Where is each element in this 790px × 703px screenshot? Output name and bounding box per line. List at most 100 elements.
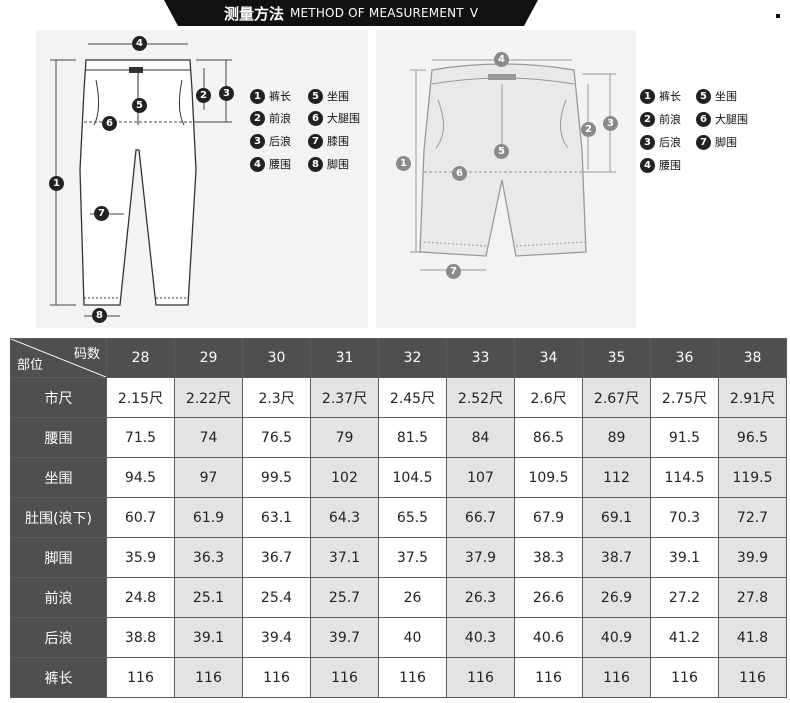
table-cell: 74 bbox=[174, 417, 243, 458]
legend-badge: 7 bbox=[308, 133, 323, 149]
legend-label: 后浪 bbox=[269, 135, 291, 148]
marker-3: 3 bbox=[603, 116, 618, 131]
table-cell: 25.4 bbox=[242, 577, 311, 618]
table-cell: 27.2 bbox=[650, 577, 719, 618]
table-cell: 67.9 bbox=[514, 497, 583, 538]
legend-label: 腰围 bbox=[659, 159, 681, 172]
table-cell: 119.5 bbox=[718, 457, 787, 498]
table-cell: 26.3 bbox=[446, 577, 515, 618]
table-cell: 116 bbox=[446, 657, 515, 698]
row-label: 脚围 bbox=[10, 537, 107, 578]
table-cell: 64.3 bbox=[310, 497, 379, 538]
table-cell: 40.9 bbox=[582, 617, 651, 658]
table-cell: 81.5 bbox=[378, 417, 447, 458]
legend-label: 裤长 bbox=[269, 90, 291, 103]
size-header-cell: 34 bbox=[514, 338, 583, 378]
header-title-band: 测量方法 METHOD OF MEASUREMENT V bbox=[164, 0, 538, 26]
row-label: 后浪 bbox=[10, 617, 107, 658]
row-label: 裤长 bbox=[10, 657, 107, 698]
row-label: 腰围 bbox=[10, 417, 107, 458]
marker-6: 6 bbox=[452, 166, 467, 181]
table-cell: 99.5 bbox=[242, 457, 311, 498]
table-cell: 40 bbox=[378, 617, 447, 658]
legend-label: 坐围 bbox=[715, 90, 737, 103]
shorts-diagram-panel: 4 2 3 5 1 6 7 bbox=[376, 30, 636, 328]
legend-label: 裤长 bbox=[659, 90, 681, 103]
table-cell: 116 bbox=[106, 657, 175, 698]
marker-7: 7 bbox=[94, 206, 109, 221]
row-label: 前浪 bbox=[10, 577, 107, 618]
marker-2: 2 bbox=[196, 88, 211, 103]
table-cell: 116 bbox=[514, 657, 583, 698]
corner-part-label: 部位 bbox=[17, 358, 44, 373]
marker-4: 4 bbox=[132, 36, 147, 51]
table-cell: 66.7 bbox=[446, 497, 515, 538]
legend-badge: 4 bbox=[250, 156, 265, 172]
table-cell: 96.5 bbox=[718, 417, 787, 458]
table-cell: 2.22尺 bbox=[174, 377, 243, 418]
table-cell: 116 bbox=[650, 657, 719, 698]
header-dot bbox=[776, 14, 780, 18]
table-cell: 65.5 bbox=[378, 497, 447, 538]
legend-badge: 8 bbox=[308, 156, 323, 172]
table-cell: 114.5 bbox=[650, 457, 719, 498]
table-cell: 116 bbox=[174, 657, 243, 698]
table-cell: 39.9 bbox=[718, 537, 787, 578]
marker-5: 5 bbox=[494, 144, 509, 159]
table-cell: 116 bbox=[582, 657, 651, 698]
table-cell: 39.7 bbox=[310, 617, 379, 658]
legend-badge: 2 bbox=[640, 111, 655, 127]
table-cell: 102 bbox=[310, 457, 379, 498]
marker-1: 1 bbox=[49, 176, 64, 191]
marker-3: 3 bbox=[219, 86, 234, 101]
legend-badge: 5 bbox=[308, 88, 323, 104]
row-label: 肚围(浪下) bbox=[10, 497, 107, 538]
header: 测量方法 METHOD OF MEASUREMENT V bbox=[0, 0, 790, 26]
table-cell: 91.5 bbox=[650, 417, 719, 458]
table-cell: 35.9 bbox=[106, 537, 175, 578]
size-header-cell: 33 bbox=[446, 338, 515, 378]
table-cell: 94.5 bbox=[106, 457, 175, 498]
legend-label: 坐围 bbox=[327, 90, 349, 103]
size-header-cell: 30 bbox=[242, 338, 311, 378]
table-cell: 104.5 bbox=[378, 457, 447, 498]
table-cell: 107 bbox=[446, 457, 515, 498]
table-cell: 2.3尺 bbox=[242, 377, 311, 418]
table-cell: 39.4 bbox=[242, 617, 311, 658]
table-cell: 61.9 bbox=[174, 497, 243, 538]
table-cell: 2.67尺 bbox=[582, 377, 651, 418]
size-header-cell: 31 bbox=[310, 338, 379, 378]
legend-badge: 5 bbox=[696, 88, 711, 104]
legend-badge: 3 bbox=[250, 133, 265, 149]
legend-badge: 6 bbox=[308, 110, 323, 126]
table-cell: 79 bbox=[310, 417, 379, 458]
marker-8: 8 bbox=[92, 308, 107, 323]
table-cell: 38.7 bbox=[582, 537, 651, 578]
table-cell: 26.6 bbox=[514, 577, 583, 618]
table-cell: 38.8 bbox=[106, 617, 175, 658]
marker-1: 1 bbox=[396, 156, 411, 171]
size-header-cell: 35 bbox=[582, 338, 651, 378]
size-header-cell: 38 bbox=[718, 338, 787, 378]
table-cell: 36.3 bbox=[174, 537, 243, 578]
size-header-cell: 29 bbox=[174, 338, 243, 378]
legend-label: 大腿围 bbox=[715, 113, 748, 126]
table-cell: 2.75尺 bbox=[650, 377, 719, 418]
table-cell: 71.5 bbox=[106, 417, 175, 458]
marker-7: 7 bbox=[446, 264, 461, 279]
table-cell: 41.8 bbox=[718, 617, 787, 658]
marker-5: 5 bbox=[132, 98, 147, 113]
table-cell: 40.3 bbox=[446, 617, 515, 658]
table-cell: 39.1 bbox=[174, 617, 243, 658]
table-cell: 112 bbox=[582, 457, 651, 498]
legend-badge: 3 bbox=[640, 134, 655, 150]
table-cell: 76.5 bbox=[242, 417, 311, 458]
